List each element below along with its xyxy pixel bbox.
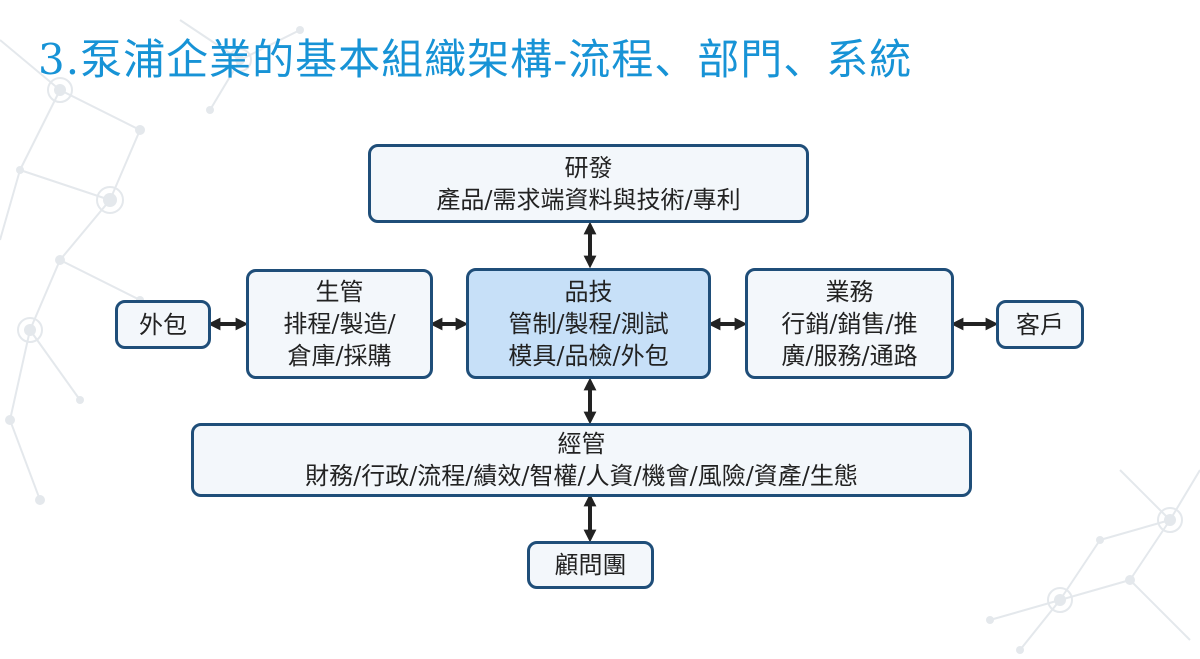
rd-box: 研發 產品/需求端資料與技術/專利 — [368, 144, 809, 223]
quality-detail-1: 管制/製程/測試 — [508, 309, 669, 338]
management-title: 經管 — [557, 430, 606, 458]
rd-detail: 產品/需求端資料與技術/專利 — [436, 185, 741, 214]
sales-detail-2: 廣/服務/通路 — [781, 341, 918, 370]
quality-title: 品技 — [564, 277, 613, 306]
production-detail-1: 排程/製造/ — [283, 310, 396, 338]
customer-label: 客戶 — [1016, 310, 1064, 339]
production-detail-2: 倉庫/採購 — [287, 342, 392, 370]
consultant-label: 顧問團 — [554, 551, 627, 579]
sales-detail-1: 行銷/銷售/推 — [781, 309, 918, 338]
outsource-label: 外包 — [139, 310, 187, 339]
production-box: 生管 排程/製造/ 倉庫/採購 — [246, 269, 433, 379]
outsource-box: 外包 — [115, 300, 211, 349]
slide-title: 3.泵浦企業的基本組織架構-流程、部門、系統 — [38, 35, 913, 84]
customer-box: 客戶 — [996, 300, 1084, 349]
quality-box: 品技 管制/製程/測試 模具/品檢/外包 — [466, 268, 711, 379]
production-title: 生管 — [315, 278, 364, 306]
sales-box: 業務 行銷/銷售/推 廣/服務/通路 — [745, 268, 954, 379]
sales-title: 業務 — [825, 277, 874, 306]
quality-detail-2: 模具/品檢/外包 — [508, 341, 669, 370]
management-box: 經管 財務/行政/流程/績效/智權/人資/機會/風險/資產/生態 — [191, 423, 972, 497]
management-detail: 財務/行政/流程/績效/智權/人資/機會/風險/資產/生態 — [305, 462, 858, 490]
rd-title: 研發 — [564, 153, 613, 182]
consultant-box: 顧問團 — [527, 541, 654, 589]
